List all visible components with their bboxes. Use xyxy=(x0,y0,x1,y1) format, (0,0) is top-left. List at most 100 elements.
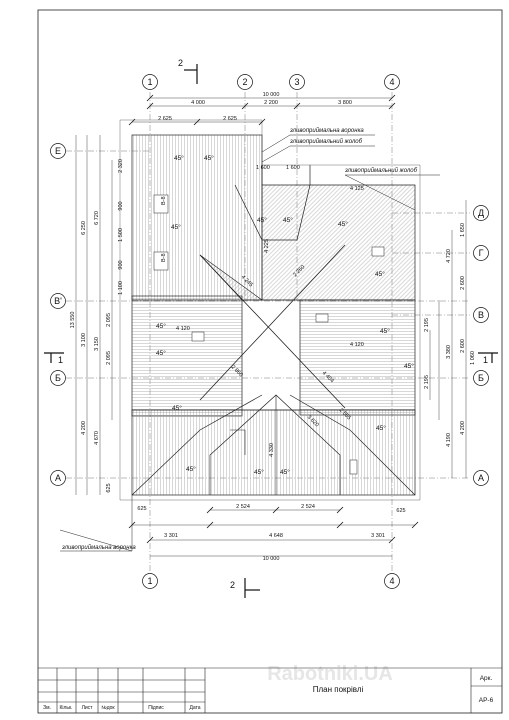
dim-left-inner-3: 4 670 xyxy=(94,431,100,445)
svg-text:45°: 45° xyxy=(338,220,348,228)
dim-left-stack-7: 2 095 xyxy=(106,351,112,365)
svg-text:4 120: 4 120 xyxy=(350,342,364,348)
dim-bottom-total: 10 000 xyxy=(263,556,280,562)
watermark-text: Rabotniki.UA xyxy=(267,663,393,685)
dimension-ticks xyxy=(128,94,419,544)
dim-bottom-span-3: 3 301 xyxy=(371,533,385,539)
axis-bubble-top-2: 2 xyxy=(237,74,253,90)
svg-text:45°: 45° xyxy=(204,154,214,162)
svg-text:Д: Д xyxy=(478,208,484,218)
svg-text:1 600: 1 600 xyxy=(256,165,270,171)
svg-text:В': В' xyxy=(54,296,62,306)
sheet-label: Арк. xyxy=(480,675,493,682)
svg-text:4 330: 4 330 xyxy=(269,443,275,457)
dim-bottom-span-2: 4 648 xyxy=(269,533,283,539)
sheet-code: АР-6 xyxy=(479,697,494,704)
dimension-lines xyxy=(75,97,467,541)
dim-top-inner-1: 2 625 xyxy=(158,116,172,122)
svg-text:В: В xyxy=(478,310,484,320)
dim-top-inner-2: 2 625 xyxy=(223,116,237,122)
dim-left-total: 13 550 xyxy=(70,312,76,329)
svg-text:45°: 45° xyxy=(380,327,390,335)
dim-right-mid-4: 1 060 xyxy=(470,351,476,365)
svg-text:1 600: 1 600 xyxy=(286,165,300,171)
axis-bubble-left-V1: В' xyxy=(50,293,66,309)
svg-text:45°: 45° xyxy=(283,216,293,224)
svg-text:45°: 45° xyxy=(171,223,181,231)
svg-text:45°: 45° xyxy=(174,154,184,162)
dim-top-span-2: 2 200 xyxy=(264,100,278,106)
label-funnel-bottom: зливоприймальна воронка xyxy=(61,544,136,551)
label-gutter-right: зливоприймальний жолоб xyxy=(344,167,418,174)
title-block xyxy=(38,667,502,713)
section-label-2-top: 2 xyxy=(178,58,183,68)
dim-right-mid-2: 3 380 xyxy=(446,345,452,359)
svg-text:4: 4 xyxy=(389,576,394,586)
axis-bubble-right-A: А xyxy=(473,470,489,486)
svg-text:4 120: 4 120 xyxy=(176,326,190,332)
dim-left-stack-5: 1 100 xyxy=(118,281,124,295)
svg-text:45°: 45° xyxy=(186,465,196,473)
tb-header-lyst: Лист xyxy=(82,705,94,711)
svg-text:А: А xyxy=(55,473,61,483)
axis-bubble-left-A: А xyxy=(50,470,66,486)
section-mark-1-left xyxy=(44,352,64,363)
section-label-1-right: 1 xyxy=(483,355,488,365)
section-mark-2-bottom xyxy=(244,578,260,598)
svg-text:45°: 45° xyxy=(156,322,166,330)
svg-text:45°: 45° xyxy=(280,468,290,476)
dim-edge-right: 625 xyxy=(396,508,405,514)
label-gutter-top: зливоприймальний жолоб xyxy=(289,138,363,145)
drawing-title: План покрівлі xyxy=(313,685,364,694)
tb-header-pidpys: Підпис xyxy=(148,705,164,711)
svg-text:Е: Е xyxy=(55,146,61,156)
label-funnel-top: зливоприймальна воронка xyxy=(289,127,364,134)
axis-bubble-bottom-4: 4 xyxy=(384,573,400,589)
svg-text:4: 4 xyxy=(389,77,394,87)
dim-left-stack-1: 2 320 xyxy=(118,159,124,173)
dim-bottom-inner-1: 2 524 xyxy=(236,504,250,510)
dim-top-total: 10 000 xyxy=(263,92,280,98)
axis-bubble-top-4: 4 xyxy=(384,74,400,90)
dim-left-inner-4: 625 xyxy=(106,483,112,492)
svg-text:1: 1 xyxy=(147,576,152,586)
svg-text:45°: 45° xyxy=(257,216,267,224)
axis-bubble-right-G: Г xyxy=(473,245,489,261)
dim-left-stack-3: 1 500 xyxy=(118,228,124,242)
tb-header-kilk: Кільк. xyxy=(59,705,72,711)
dim-top-span-3: 3 800 xyxy=(338,100,352,106)
svg-text:45°: 45° xyxy=(172,404,182,412)
dim-left-inner-1: 6 720 xyxy=(94,211,100,225)
dim-right-mid-3: 4 190 xyxy=(446,433,452,447)
axis-bubble-right-B: Б xyxy=(473,370,489,386)
svg-text:45°: 45° xyxy=(375,270,385,278)
dim-right-inner-2: 2 195 xyxy=(424,375,430,389)
dim-left-outer-2: 3 100 xyxy=(81,333,87,347)
tb-header-zm: Зм. xyxy=(43,705,51,711)
svg-text:45°: 45° xyxy=(254,468,264,476)
roof-outline xyxy=(119,119,421,501)
svg-text:Б: Б xyxy=(478,373,484,383)
dim-bottom-span-1: 3 301 xyxy=(164,533,178,539)
tb-header-data: Дата xyxy=(189,705,200,711)
annotation-leaders xyxy=(59,134,440,552)
svg-text:4 225: 4 225 xyxy=(264,239,270,253)
section-label-1-left: 1 xyxy=(58,355,63,365)
dim-edge-left: 625 xyxy=(137,506,146,512)
dim-top-span-1: 4 000 xyxy=(191,100,205,106)
dim-right-outer-1: 1 650 xyxy=(460,223,466,237)
svg-text:45°: 45° xyxy=(156,349,166,357)
slope-angles: 45° 45° 45° 45° 45° 45° 45° 45° 45° 45° … xyxy=(156,154,414,476)
dim-left-stack-4: 900 xyxy=(118,260,124,269)
sheet-frame xyxy=(37,9,503,714)
dim-right-mid-1: 4 720 xyxy=(446,249,452,263)
axis-bubble-left-E: Е xyxy=(50,143,66,159)
section-mark-2-top xyxy=(184,64,198,84)
svg-text:Б: Б xyxy=(55,373,61,383)
section-label-2-bottom: 2 xyxy=(230,580,235,590)
axis-bubble-top-1: 1 xyxy=(142,74,158,90)
section-mark-1-right xyxy=(478,352,498,363)
dim-right-outer-2: 2 600 xyxy=(460,276,466,290)
svg-text:4 125: 4 125 xyxy=(350,186,364,192)
